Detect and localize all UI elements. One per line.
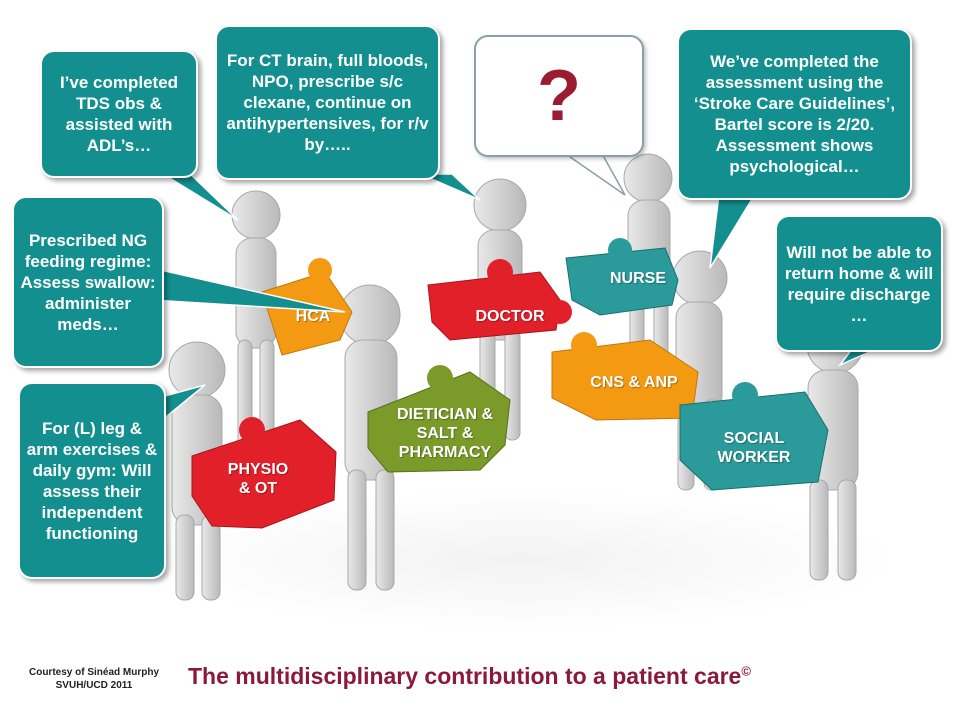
speech-bubble-social: Will not be able to return home & will r… — [775, 215, 943, 352]
piece-label-doctor: DOCTOR — [475, 308, 545, 325]
credit-text: Courtesy of Sinéad Murphy SVUH/UCD 2011 — [28, 667, 159, 691]
title-text: The multidisciplinary contribution to a … — [188, 663, 742, 689]
piece-doctor — [427, 259, 572, 341]
page-title: The multidisciplinary contribution to a … — [188, 663, 751, 690]
question-mark: ? — [537, 56, 581, 136]
piece-social — [679, 382, 829, 491]
speech-bubble-hca: I’ve completed TDS obs & assisted with A… — [40, 50, 198, 178]
piece-hca — [261, 258, 353, 356]
piece-label-cns: CNS & ANP — [590, 374, 678, 391]
bubble-tails — [147, 165, 886, 432]
copyright-symbol: © — [741, 663, 751, 679]
speech-bubble-doctor: For CT brain, full bloods, NPO, prescrib… — [215, 25, 440, 180]
piece-dietician — [367, 365, 511, 473]
piece-label-hca: HCA — [295, 308, 331, 325]
piece-label-dietician: DIETICIAN & SALT & PHARMACY — [397, 406, 493, 461]
speech-bubble-question: ? — [474, 35, 644, 157]
piece-nurse — [565, 238, 679, 316]
piece-label-social: SOCIAL WORKER — [717, 430, 791, 466]
speech-bubble-physio: For (L) leg & arm exercises & daily gym:… — [18, 382, 166, 579]
speech-bubble-dietician: Prescribed NG feeding regime: Assess swa… — [12, 196, 164, 368]
piece-label-physio: PHYSIO & OT — [227, 461, 289, 497]
speech-bubble-nurse: We’ve completed the assessment using the… — [677, 28, 912, 200]
piece-label-nurse: NURSE — [609, 270, 666, 287]
piece-physio — [191, 417, 337, 529]
floor-shadow — [140, 490, 900, 630]
